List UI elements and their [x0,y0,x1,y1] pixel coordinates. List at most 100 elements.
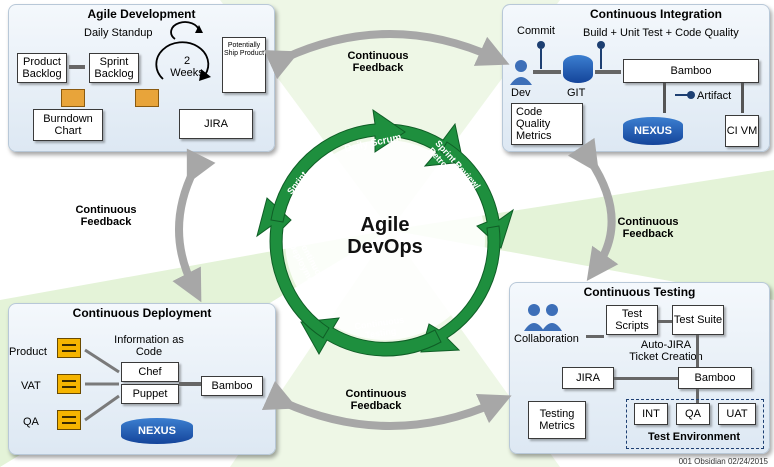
arrow-icon [614,377,678,380]
nexus-label: NEXUS [634,125,672,137]
testing-metrics-box: Testing Metrics [528,401,586,439]
artifact-dot-icon [687,91,695,99]
developer-user-icon [510,60,532,85]
product-backlog-box: Product Backlog [17,53,67,83]
test-environment-label: Test Environment [647,431,741,443]
two-weeks-cycle-icon [155,41,211,81]
arrow-icon [69,65,85,69]
commit-label: Commit [517,25,555,37]
puppet-box: Puppet [121,384,179,404]
daily-standup-cycle-icon [170,21,203,40]
git-database-icon [563,55,593,83]
code-quality-metrics-label: Code Quality Metrics [516,106,552,142]
continuous-deployment-panel: Continuous Deployment Information as Cod… [8,303,276,455]
git-label: GIT [567,87,586,99]
jira-label: JIRA [576,372,600,384]
center-title: Agile DevOps [330,214,440,258]
jira-box: JIRA [562,367,614,389]
jira-box: JIRA [179,109,253,139]
burndown-chart-box: Burndown Chart [33,109,103,141]
nexus-label: NEXUS [138,425,176,437]
agile-development-panel: Agile Development Daily Standup Product … [8,4,275,152]
commit-pin-line [540,49,542,69]
qa-server-icon [57,410,81,430]
information-as-code-label: Information as Code [114,334,184,358]
footer-caption: 001 Obsidian 02/24/2015 [678,457,768,466]
qa-label: QA [23,416,39,428]
arrow-icon [586,335,604,338]
ci-vm-box: CI VM [725,115,759,147]
test-scripts-box: Test Scripts [606,305,658,335]
agile-development-title: Agile Development [87,7,196,21]
artifact-pin-icon [675,94,689,96]
sprint-backlog-label: Sprint Backlog [94,56,134,80]
folder-icon [135,89,159,107]
center-title-line2: DevOps [347,236,423,258]
uat-label: UAT [726,408,748,420]
nexus-repository-icon: NEXUS [623,117,683,145]
bamboo-label: Bamboo [694,372,736,384]
puppet-label: Puppet [132,388,168,400]
build-pin-icon [597,41,605,49]
auto-jira-label: Auto-JIRA Ticket Creation [629,339,703,363]
potentially-ship-product-label: Potentially Ship Product [223,42,265,57]
build-pin-line [600,49,602,69]
continuous-deployment-title: Continuous Deployment [72,306,212,320]
test-scripts-label: Test Scripts [615,308,649,332]
build-label: Build + Unit Test + Code Quality [583,27,739,39]
bamboo-box: Bamboo [623,59,759,83]
daily-standup-label: Daily Standup [84,27,153,39]
product-backlog-label: Product Backlog [22,56,62,80]
qa-box: QA [676,403,710,425]
uat-box: UAT [718,403,756,425]
qa-label: QA [685,408,701,420]
dev-label: Dev [511,87,531,99]
sprint-backlog-box: Sprint Backlog [89,53,139,83]
int-box: INT [634,403,668,425]
arrow-icon [595,70,621,74]
arrow-icon [658,320,672,323]
product-server-icon [57,338,81,358]
burndown-chart-label: Burndown Chart [43,113,93,137]
jira-label: JIRA [204,118,228,130]
vat-server-icon [57,374,81,394]
folder-icon [61,89,85,107]
continuous-testing-title: Continuous Testing [583,285,696,299]
arrow-icon [179,382,201,386]
center-title-line1: Agile [360,214,410,236]
int-label: INT [642,408,660,420]
bamboo-box: Bamboo [678,367,752,389]
testing-metrics-label: Testing Metrics [539,408,575,432]
nexus-repository-icon: NEXUS [121,418,193,444]
bamboo-label: Bamboo [211,380,253,392]
ci-vm-label: CI VM [726,125,758,137]
code-quality-metrics-box: Code Quality Metrics [511,103,583,145]
continuous-testing-panel: Continuous Testing Collaboration Test Sc… [509,282,770,454]
arrow-icon [696,389,699,403]
collaboration-users-icon [524,304,562,331]
arrow-icon [533,70,561,74]
arrow-icon [696,335,699,367]
continuous-integration-title: Continuous Integration [590,7,722,21]
bamboo-box: Bamboo [201,376,263,396]
test-suite-label: Test Suite [673,314,723,326]
test-environment-box [626,399,764,449]
vat-label: VAT [21,380,41,392]
arrow-icon [741,83,744,113]
two-weeks-label: 2 Weeks [170,55,204,79]
continuous-integration-panel: Continuous Integration Commit Build + Un… [502,4,770,152]
bamboo-label: Bamboo [670,65,712,77]
test-suite-box: Test Suite [672,305,724,335]
commit-pin-icon [537,41,545,49]
arrow-icon [663,83,666,113]
chef-label: Chef [138,366,162,378]
deploy-arrows [84,348,120,422]
product-label: Product [9,346,47,358]
potentially-ship-product-box: Potentially Ship Product [222,37,266,93]
artifact-label: Artifact [697,90,732,102]
